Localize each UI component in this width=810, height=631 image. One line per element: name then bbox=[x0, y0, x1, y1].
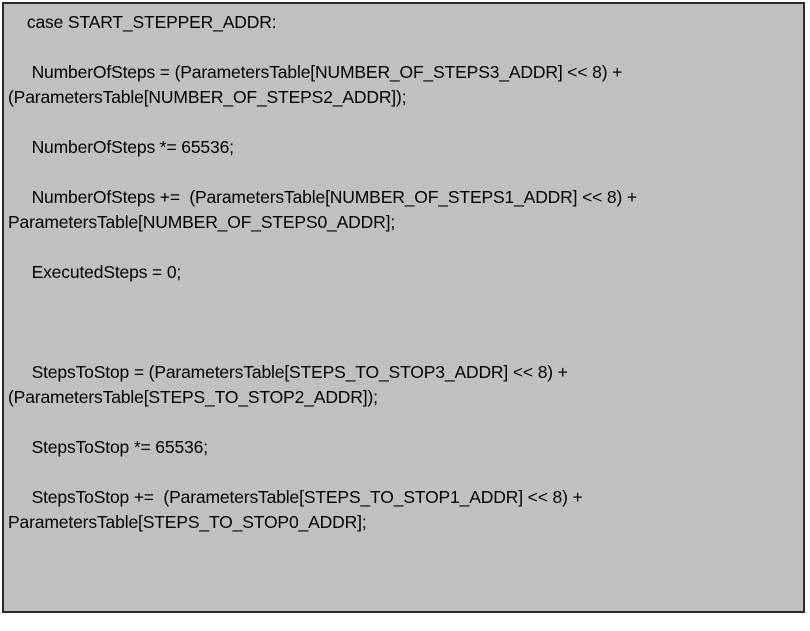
code-line: ExecutedSteps = 0; bbox=[8, 262, 182, 282]
code-text-block[interactable]: case START_STEPPER_ADDR: NumberOfSteps =… bbox=[4, 4, 803, 611]
code-line: StepsToStop += (ParametersTable[STEPS_TO… bbox=[8, 487, 588, 532]
code-line: StepsToStop *= 65536; bbox=[8, 437, 209, 457]
code-line: StepsToStop = (ParametersTable[STEPS_TO_… bbox=[8, 362, 573, 407]
code-line: NumberOfSteps += (ParametersTable[NUMBER… bbox=[8, 187, 642, 232]
code-line: case START_STEPPER_ADDR: bbox=[8, 12, 277, 32]
code-listing-box: case START_STEPPER_ADDR: NumberOfSteps =… bbox=[2, 2, 805, 613]
code-blank-line bbox=[8, 310, 799, 335]
code-blank-line bbox=[8, 560, 799, 585]
code-line: NumberOfSteps = (ParametersTable[NUMBER_… bbox=[8, 62, 627, 107]
code-line: NumberOfSteps *= 65536; bbox=[8, 137, 234, 157]
code-line: StartStepperSpeed = (ParametersTable[STA… bbox=[8, 610, 799, 611]
